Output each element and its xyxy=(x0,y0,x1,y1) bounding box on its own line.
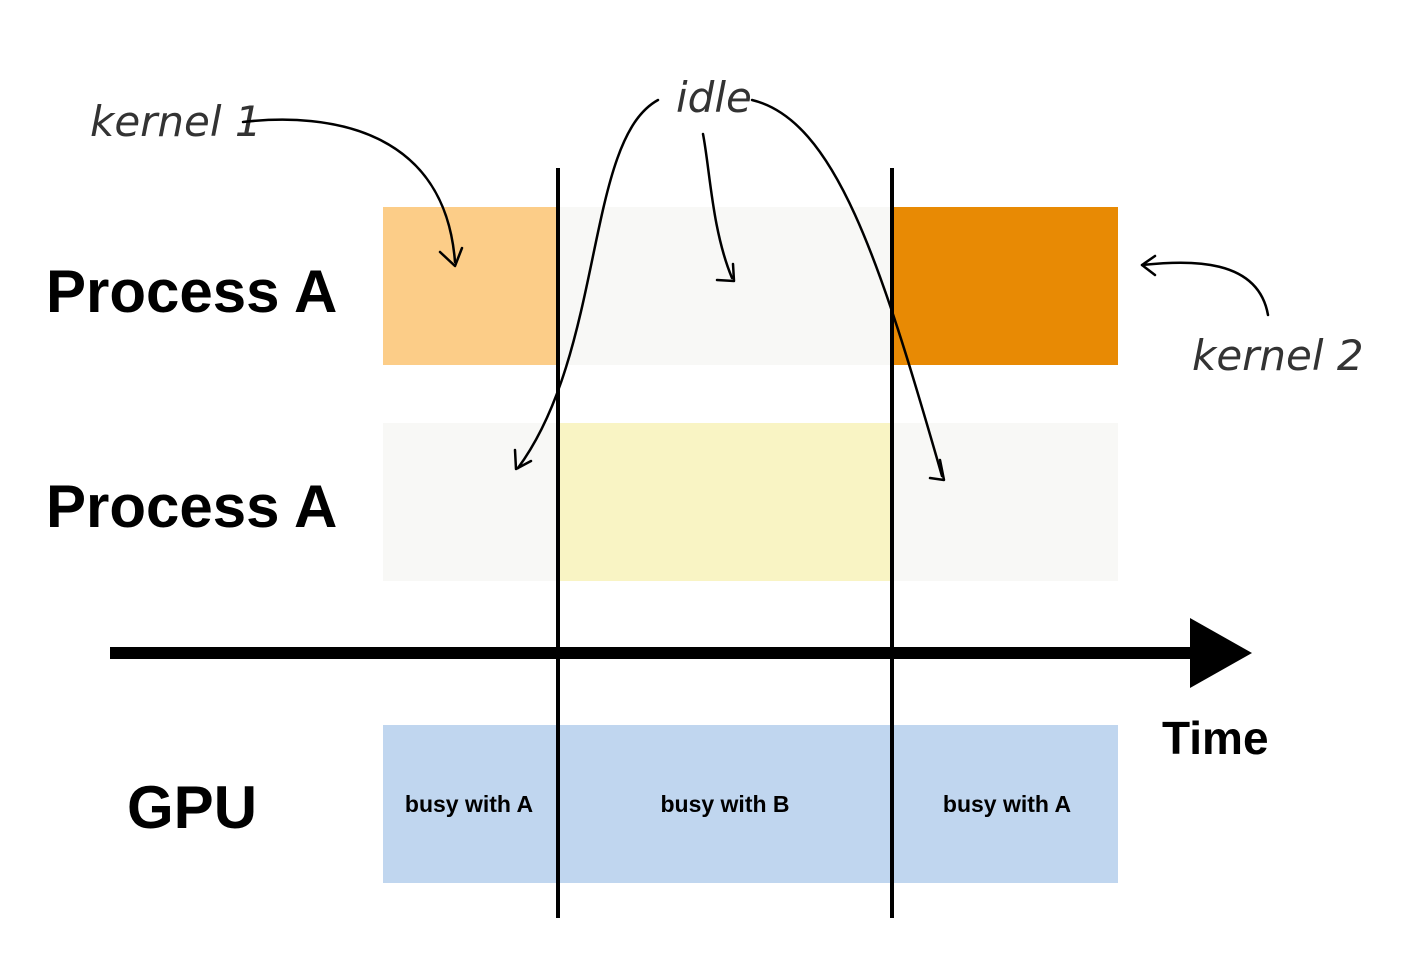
gpu-bar xyxy=(383,725,1118,883)
row-label-process-bottom: Process A xyxy=(46,473,337,540)
process-bottom-busy-block xyxy=(558,423,892,581)
time-axis-label: Time xyxy=(1162,712,1269,764)
idle-arrow-left xyxy=(513,98,660,471)
idle-arrow-right xyxy=(750,98,946,482)
row-label-process-top: Process A xyxy=(46,258,337,325)
row-label-gpu: GPU xyxy=(127,774,257,841)
idle-arrow-center xyxy=(701,132,736,283)
gpu-segment-label-3: busy with A xyxy=(943,791,1071,817)
kernel-2-block xyxy=(892,207,1118,365)
kernel-1-block xyxy=(383,207,558,365)
gpu-segment-label-1: busy with A xyxy=(405,791,533,817)
annotation-kernel-1: kernel 1 xyxy=(90,97,262,146)
annotation-idle: idle xyxy=(676,73,752,122)
annotation-kernel-2: kernel 2 xyxy=(1192,331,1364,380)
time-axis-arrowhead xyxy=(1190,618,1252,688)
kernel-2-arrow xyxy=(1140,254,1270,317)
kernel-1-arrow xyxy=(241,118,464,268)
gpu-segment-label-2: busy with B xyxy=(660,791,789,817)
